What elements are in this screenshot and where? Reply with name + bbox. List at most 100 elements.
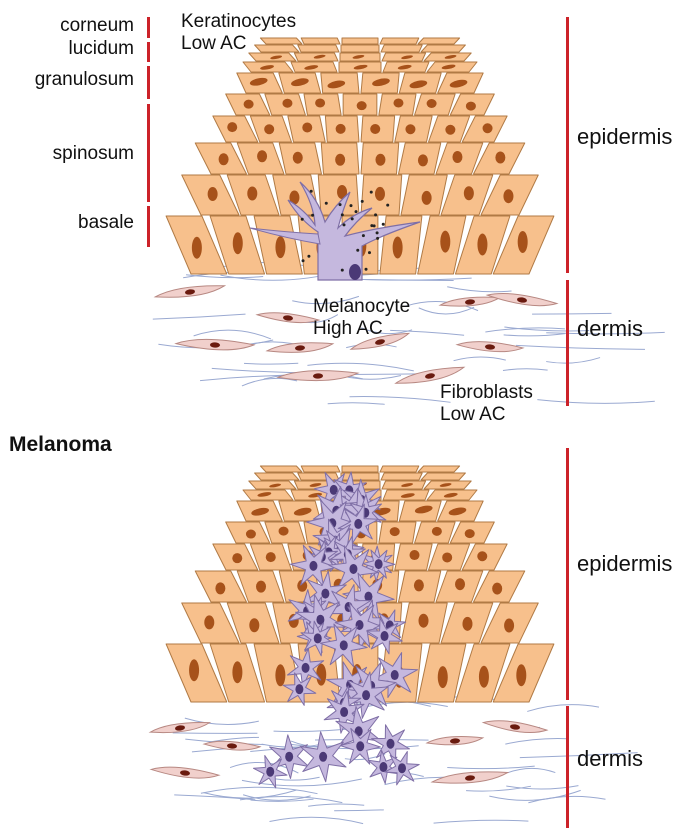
dermis-label-melanoma: dermis	[577, 746, 643, 772]
keratinocyte-nucleus	[315, 98, 325, 107]
melanoma-nucleus	[381, 631, 389, 641]
melanin-granule	[341, 269, 344, 272]
keratinocyte	[380, 466, 419, 472]
collagen-fiber	[466, 786, 531, 791]
keratinocyte-nucleus	[293, 152, 303, 164]
keratinocyte-nucleus	[464, 186, 474, 200]
melanin-granule	[310, 190, 313, 193]
melanoma-nucleus	[309, 561, 317, 571]
melanoma-nucleus	[391, 670, 399, 680]
keratinocyte-nucleus	[483, 123, 493, 133]
keratinocyte-nucleus	[418, 154, 428, 166]
melanocyte-ac: High AC	[313, 318, 410, 340]
fibroblasts-label: Fibroblasts Low AC	[440, 382, 533, 426]
melanin-granule	[361, 200, 364, 203]
keratinocyte	[301, 38, 340, 44]
keratinocyte-nucleus	[477, 551, 487, 561]
collagen-fiber	[504, 334, 565, 336]
collagen-fiber	[434, 820, 529, 823]
keratinocyte	[418, 466, 460, 472]
collagen-fiber	[503, 369, 548, 371]
keratinocyte-nucleus	[445, 125, 455, 135]
keratinocyte-nucleus	[302, 123, 312, 133]
epidermis-bracket-melanoma	[566, 448, 569, 700]
keratinocyte-nucleus	[335, 154, 345, 166]
fibroblasts-ac: Low AC	[440, 404, 533, 426]
keratinocyte-nucleus	[504, 619, 514, 633]
lucidum-bracket	[147, 42, 150, 62]
keratinocyte-nucleus	[233, 232, 243, 254]
keratinocyte	[260, 466, 302, 472]
melanoma-nucleus	[340, 640, 348, 650]
fibroblast	[427, 735, 483, 747]
fibroblast	[176, 338, 254, 351]
keratinocyte-nucleus	[192, 237, 202, 259]
keratinocyte-nucleus	[204, 615, 214, 629]
melanin-granule	[349, 204, 352, 207]
collagen-fiber	[274, 777, 320, 780]
keratinocyte-nucleus	[452, 151, 462, 163]
granulosum-bracket	[147, 66, 150, 99]
melanoma-nucleus	[302, 663, 310, 673]
collagen-fiber	[537, 400, 654, 404]
keratinocyte-nucleus	[275, 664, 285, 686]
collagen-fiber	[334, 810, 384, 811]
fibroblast	[483, 718, 548, 736]
lucidum-label: lucidum	[69, 38, 134, 60]
melanoma-nucleus	[266, 767, 274, 777]
keratinocyte	[381, 45, 422, 52]
keratinocyte-nucleus	[462, 617, 472, 631]
keratinocyte-nucleus	[357, 101, 367, 110]
collagen-fiber	[505, 739, 567, 745]
keratinocyte-nucleus	[266, 552, 276, 562]
keratinocyte-nucleus	[282, 99, 292, 108]
fibroblast	[457, 340, 523, 354]
keratinocyte	[298, 473, 339, 480]
keratinocyte-nucleus	[256, 581, 266, 593]
fibroblast	[151, 765, 220, 781]
dermis-bracket-normal	[566, 280, 569, 406]
melanin-granule	[302, 259, 305, 262]
collagen-fiber	[546, 358, 600, 364]
collagen-fiber	[527, 705, 599, 712]
keratinocyte-nucleus	[503, 189, 513, 203]
fibroblast	[267, 340, 334, 355]
keratinocyte-nucleus	[249, 618, 259, 632]
keratinocyte	[341, 473, 379, 480]
keratinocyte-nucleus	[246, 530, 256, 539]
corneum-bracket	[147, 17, 150, 38]
keratinocyte	[342, 466, 378, 472]
keratinocyte	[298, 45, 339, 52]
keratinocyte-nucleus	[336, 124, 346, 134]
melanin-granule	[342, 223, 345, 226]
keratinocyte	[421, 45, 465, 52]
keratinocyte-nucleus	[477, 233, 487, 255]
collagen-fiber	[419, 307, 474, 314]
epidermis-label-melanoma: epidermis	[577, 551, 672, 577]
fibroblast	[155, 282, 226, 301]
keratinocyte-nucleus	[257, 150, 267, 162]
keratinocyte	[342, 38, 378, 44]
keratinocyte-nucleus	[227, 122, 237, 132]
melanin-granule	[374, 213, 377, 216]
keratinocyte	[418, 38, 460, 44]
dermis-bracket-melanoma	[566, 706, 569, 828]
melanoma-nucleus	[362, 690, 370, 700]
melanoma-nucleus	[321, 589, 329, 599]
keratinocyte-nucleus	[492, 583, 502, 595]
melanoma-nucleus	[387, 739, 395, 749]
melanoma-nucleus	[349, 564, 357, 574]
collagen-fiber	[328, 403, 385, 405]
keratinocyte-nucleus	[393, 98, 403, 107]
keratinocytes-label: Keratinocytes Low AC	[181, 11, 296, 55]
collagen-fiber	[173, 733, 258, 734]
melanoma-nucleus	[314, 633, 322, 643]
keratinocyte-nucleus	[244, 100, 254, 109]
keratinocyte-nucleus	[427, 99, 437, 108]
collagen-fiber	[532, 313, 611, 314]
keratinocyte	[381, 473, 422, 480]
collagen-fiber	[194, 330, 271, 339]
melanin-granule	[373, 224, 376, 227]
collagen-fiber	[244, 363, 298, 364]
